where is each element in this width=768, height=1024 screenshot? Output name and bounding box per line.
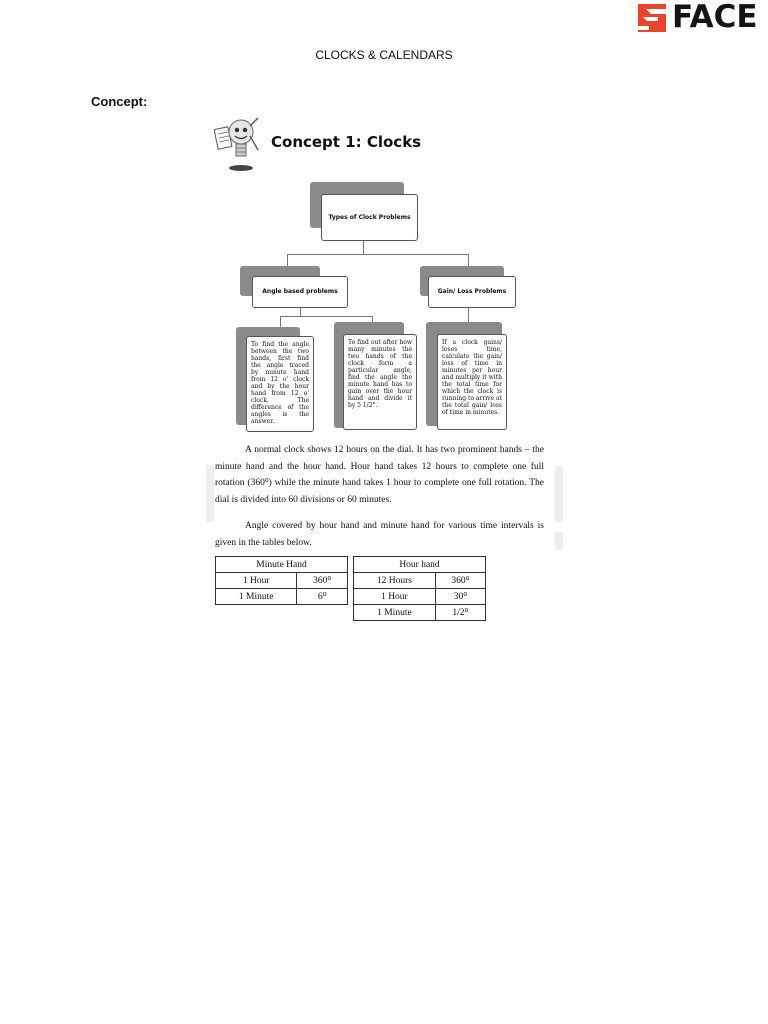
paragraph-normal-clock: A normal clock shows 12 hours on the dia… xyxy=(215,445,544,505)
root-node: Types of Clock Problems xyxy=(321,194,418,241)
connector xyxy=(287,254,288,268)
concept-title: Concept 1: Clocks xyxy=(271,133,422,151)
leaf-node-gain-loss: If a clock gains/ loses time, calculate … xyxy=(437,334,507,430)
concept-heading: Concept: xyxy=(91,94,148,109)
leaf-node-angle: To find the angle between the two hands,… xyxy=(246,336,314,432)
root-node-label: Types of Clock Problems xyxy=(328,213,411,221)
table-header: Minute Hand xyxy=(215,556,348,573)
connector xyxy=(287,254,469,255)
paragraph-angle-tables: Angle covered by hour hand and minute ha… xyxy=(215,521,544,548)
table-header: Hour hand xyxy=(353,556,486,573)
lightbulb-mascot-icon xyxy=(213,116,264,179)
leaf-node-text: To find the angle between the two hands,… xyxy=(251,341,309,425)
branch-node-label: Gain/ Loss Problems xyxy=(437,288,507,296)
leaf-node-minutes: To find out after how many minutes the t… xyxy=(343,334,417,430)
face-logo: FACE xyxy=(638,0,766,35)
branch-node-angle: Angle based problems xyxy=(252,276,348,308)
connector xyxy=(468,254,469,268)
connector xyxy=(468,308,469,334)
branch-node-label: Angle based problems xyxy=(262,288,338,296)
leaf-node-text: To find out after how many minutes the t… xyxy=(348,339,412,409)
leaf-node-text: If a clock gains/ loses time, calculate … xyxy=(442,339,502,416)
connector xyxy=(363,240,364,254)
connector xyxy=(280,316,372,317)
connector xyxy=(280,316,281,334)
brand-name: FACE xyxy=(672,0,758,35)
connector xyxy=(300,308,301,316)
document-title: CLOCKS & CALENDARS xyxy=(315,48,453,62)
branch-node-gain-loss: Gain/ Loss Problems xyxy=(428,276,516,308)
face-logo-icon xyxy=(638,4,666,32)
